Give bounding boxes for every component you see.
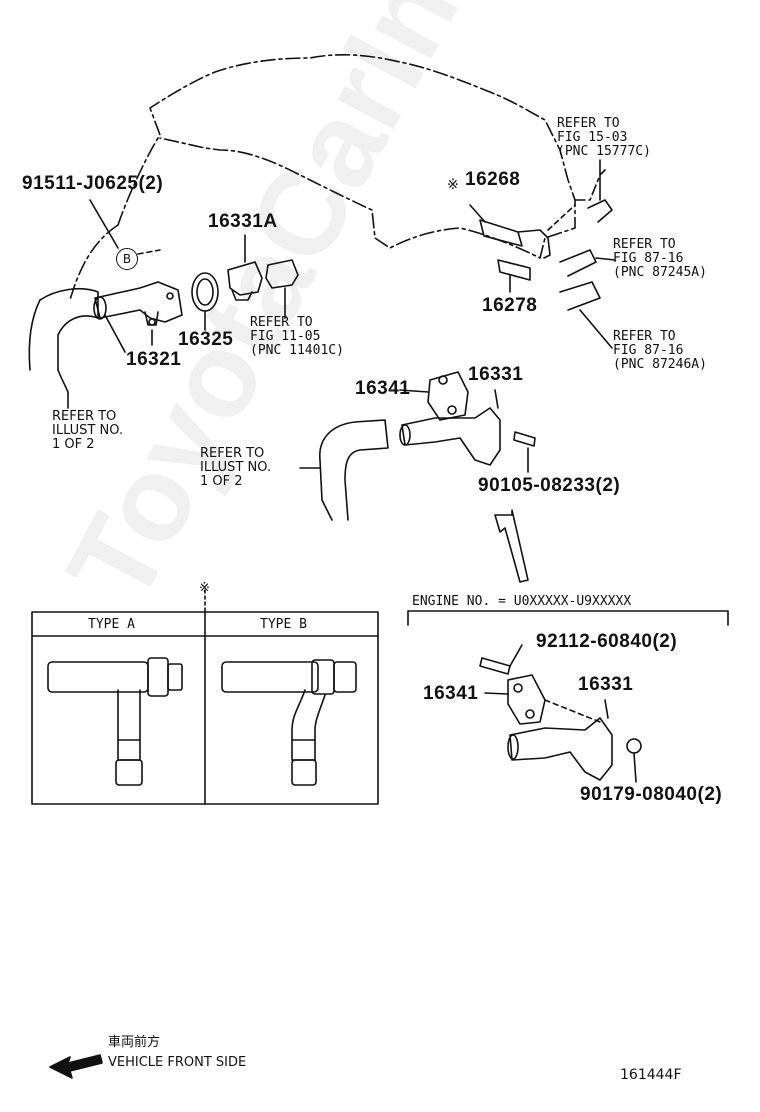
part-16268: 16268 — [465, 169, 521, 190]
bolt-90105 — [513, 431, 536, 473]
thermostat-16331A — [227, 234, 263, 301]
part-16325: 16325 — [178, 329, 234, 350]
left-hose — [39, 288, 99, 371]
circle-b-marker: B — [116, 248, 138, 270]
engine-outline — [117, 54, 576, 259]
stud-92112 — [479, 644, 523, 675]
part-92112: 92112-60840(2) — [536, 631, 678, 652]
mark-16268: ※ — [447, 177, 459, 193]
union-16278 — [497, 259, 531, 293]
part-90179: 90179-08040(2) — [580, 784, 723, 805]
front-arrow-icon — [49, 1054, 103, 1079]
type-b-header: TYPE B — [260, 617, 307, 632]
type-a-pipe — [47, 657, 183, 786]
ref-fig-87-16-b: REFER TO FIG 87-16 (PNC 87246A) — [613, 329, 707, 372]
thermostat-housing-16321 — [93, 281, 183, 353]
ref-illust-middle: REFER TO ILLUST NO. 1 OF 2 — [200, 446, 272, 489]
part-16341-top: 16341 — [355, 378, 411, 399]
ref-illust-left: REFER TO ILLUST NO. 1 OF 2 — [52, 409, 124, 452]
part-16278: 16278 — [482, 295, 538, 316]
type-table-mark: ※ — [199, 581, 210, 596]
ref-fig-11-05: REFER TO FIG 11-05 (PNC 11401C) — [250, 315, 344, 358]
vehicle-front-en: VEHICLE FRONT SIDE — [108, 1055, 247, 1070]
arrow-up — [494, 509, 529, 583]
type-a-header: TYPE A — [88, 617, 135, 632]
ref-fig-87-16-a: REFER TO FIG 87-16 (PNC 87245A) — [613, 237, 707, 280]
part-91511: 91511-J0625(2) — [22, 173, 164, 194]
union-16268 — [469, 204, 551, 259]
gasket-16341-top — [399, 371, 469, 421]
gasket-16325 — [191, 272, 219, 331]
gasket-16341-bottom — [484, 674, 601, 725]
engine-outline-left — [69, 224, 119, 301]
fitting-11401C — [265, 259, 299, 319]
water-outlet-16331-top — [399, 389, 501, 466]
ref-fig-15-03: REFER TO FIG 15-03 (PNC 15777C) — [557, 116, 651, 159]
water-outlet-16331-bottom — [507, 699, 613, 781]
part-16331-top: 16331 — [468, 364, 524, 385]
part-16331-bottom: 16331 — [578, 674, 634, 695]
part-16341-bottom: 16341 — [423, 683, 479, 704]
engine-number-range: ENGINE NO. = U0XXXXX-U9XXXXX — [412, 594, 632, 609]
nut-90179 — [626, 738, 642, 783]
part-90105: 90105-08233(2) — [478, 475, 621, 496]
type-b-pipe — [221, 659, 357, 786]
engine-no-bracket — [407, 610, 729, 626]
part-16321: 16321 — [126, 349, 182, 370]
vehicle-front-jp: 車両前方 — [108, 1035, 161, 1050]
circle-b-label: B — [122, 252, 132, 266]
type-table — [31, 589, 379, 805]
part-16331A: 16331A — [208, 211, 278, 232]
figure-id: 161444F — [620, 1067, 682, 1083]
middle-hose — [319, 419, 389, 521]
